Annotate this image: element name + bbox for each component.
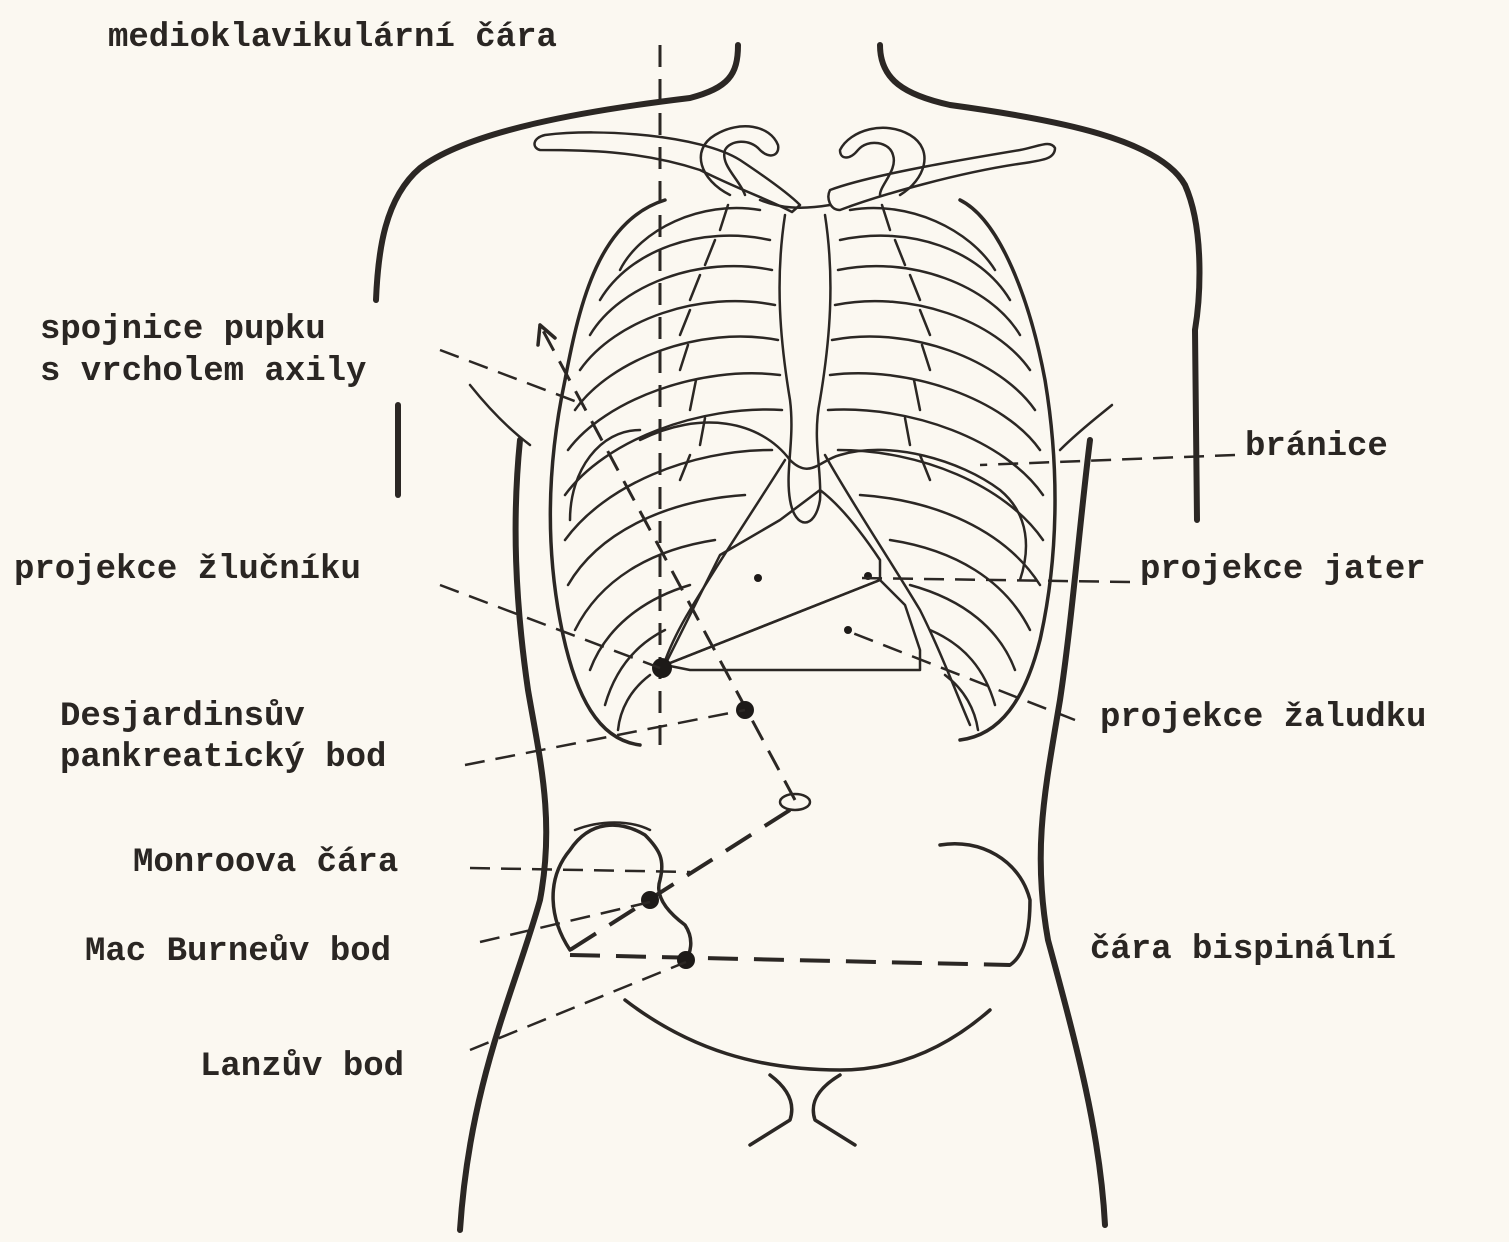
rib-cage [550, 200, 1055, 745]
right-rib [910, 585, 1015, 670]
label-umbilicus-axilla-1: spojnice pupku [40, 311, 326, 349]
right-rib [840, 236, 1010, 300]
leader-monroova [470, 868, 690, 872]
right-first-rib-hook [840, 128, 924, 195]
neck-right [880, 45, 1199, 330]
pubic-region [750, 1075, 855, 1145]
stomach-marker-dot [844, 626, 852, 634]
leader-zlucnik [440, 585, 660, 668]
liver-marker-dot [754, 574, 762, 582]
stomach-hatch-area [665, 580, 920, 670]
label-diaphragm: bránice [1245, 428, 1388, 466]
gallbladder-point [652, 658, 672, 678]
bispinal-line [570, 955, 1010, 965]
label-monroe-line: Monroova čára [133, 844, 398, 882]
left-rib [575, 540, 715, 630]
label-desjardins-1: Desjardinsův [60, 698, 305, 736]
leader-spojnice [440, 350, 585, 405]
label-desjardins-2: pankreatický bod [60, 739, 386, 777]
leader-mcburney [480, 902, 650, 942]
left-rib [618, 675, 650, 730]
right-clavicle [828, 144, 1055, 210]
umbilicus [780, 794, 810, 810]
lanz-point [677, 951, 695, 969]
monroe-line [570, 810, 790, 950]
right-axilla-curve [1060, 405, 1112, 450]
pelvis [553, 823, 1030, 1146]
neck-left [376, 45, 738, 300]
label-umbilicus-axilla-2: s vrcholem axily [40, 353, 366, 391]
points [641, 572, 872, 969]
leader-lanz [470, 962, 686, 1050]
label-lanz-point: Lanzův bod [200, 1048, 404, 1086]
sternum [780, 215, 831, 523]
left-iliac-crest [940, 844, 1030, 965]
liver-hatch-area [665, 490, 880, 665]
lower-abdomen-curve [625, 1000, 990, 1070]
left-rib [600, 236, 770, 300]
label-gallbladder: projekce žlučníku [14, 551, 361, 589]
clavicles [535, 126, 1055, 212]
right-ribcage-outline [960, 200, 1055, 740]
right-costal-arch [825, 455, 970, 725]
label-midclavicular-line: medioklavikulární čára [108, 19, 557, 57]
umbilicus-axilla-line [538, 325, 795, 800]
label-liver: projekce jater [1140, 551, 1426, 589]
mcburney-point [641, 891, 659, 909]
right-iliac-crest [553, 825, 691, 960]
label-mcburney-point: Mac Burneův bod [85, 933, 391, 971]
organ-projections [570, 423, 1026, 670]
label-stomach: projekce žaludku [1100, 699, 1426, 737]
left-flank [460, 440, 546, 1230]
body-outline [376, 45, 1199, 1230]
right-arm-inner [1195, 330, 1197, 520]
label-bispinal-line: čára bispinální [1090, 931, 1396, 969]
right-rib [830, 373, 1040, 450]
right-flank [1041, 440, 1105, 1225]
leader-desjardins [465, 710, 745, 765]
left-axilla-curve [470, 385, 530, 445]
umbilicus-axilla-dashed [540, 325, 795, 800]
left-rib [590, 585, 690, 670]
